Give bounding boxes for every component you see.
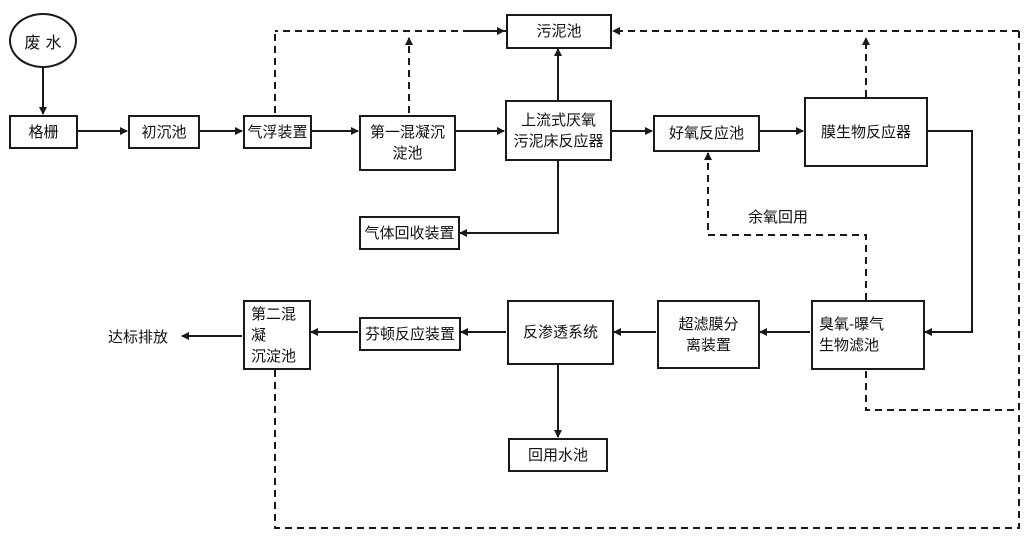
coagulation-2-line2: 沉淀池 xyxy=(251,346,297,365)
air-flotation-label: 气浮装置 xyxy=(247,122,308,141)
screen-label: 格栅 xyxy=(28,122,59,141)
node-reuse-pool: 回用水池 xyxy=(508,438,608,472)
node-ultrafiltration: 超滤膜分 离装置 xyxy=(657,300,760,369)
node-screen: 格栅 xyxy=(9,115,78,149)
uasb-line1: 上流式厌氧 xyxy=(520,110,596,129)
reverse-osmosis-label: 反渗透系统 xyxy=(522,323,598,341)
fenton-label: 芬顿反应装置 xyxy=(364,324,455,343)
dashed-residual-ozone-return xyxy=(704,152,867,300)
node-gas-recovery: 气体回收装置 xyxy=(359,216,460,250)
node-wastewater: 废 水 xyxy=(9,13,77,68)
wastewater-label: 废 水 xyxy=(24,32,62,52)
membrane-bioreactor-label: 膜生物反应器 xyxy=(820,122,911,141)
label-discharge: 达标排放 xyxy=(108,328,169,346)
label-residual-ozone: 余氧回用 xyxy=(748,208,809,226)
aerobic-tank-label: 好氧反应池 xyxy=(668,124,744,142)
node-uasb: 上流式厌氧 污泥床反应器 xyxy=(505,100,612,161)
arrow-uasb-to-gas-recovery xyxy=(459,161,559,237)
gas-recovery-label: 气体回收装置 xyxy=(364,223,455,242)
node-ozone-baf: 臭氧-曝气 生物滤池 xyxy=(811,300,925,370)
ultrafiltration-line1: 超滤膜分 xyxy=(678,314,739,333)
sludge-tank-label: 污泥池 xyxy=(536,22,582,40)
arrow-mbr-to-ozone-baf xyxy=(924,130,973,336)
node-coagulation-1: 第一混凝沉 淀池 xyxy=(359,115,456,171)
node-fenton: 芬顿反应装置 xyxy=(359,317,461,351)
ultrafiltration-line2: 离装置 xyxy=(685,335,731,354)
node-reverse-osmosis: 反渗透系统 xyxy=(507,300,614,365)
node-coagulation-2: 第二混凝 沉淀池 xyxy=(243,300,311,370)
reuse-pool-label: 回用水池 xyxy=(527,445,588,464)
primary-settling-label: 初沉池 xyxy=(141,122,187,141)
ozone-baf-line2: 生物滤池 xyxy=(819,336,880,354)
node-aerobic-tank: 好氧反应池 xyxy=(653,115,760,152)
node-sludge-tank: 污泥池 xyxy=(506,14,612,49)
coagulation-2-line1: 第二混凝 xyxy=(251,304,297,344)
ozone-baf-line1: 臭氧-曝气 xyxy=(819,315,885,333)
node-primary-settling: 初沉池 xyxy=(128,115,200,149)
uasb-line2: 污泥床反应器 xyxy=(513,131,604,150)
dashed-bottom-return xyxy=(274,370,1020,529)
node-air-flotation: 气浮装置 xyxy=(243,115,312,149)
dashed-right-side xyxy=(865,31,1020,411)
node-membrane-bioreactor: 膜生物反应器 xyxy=(804,97,928,167)
coagulation-1-line1: 第一混凝沉 xyxy=(369,123,445,141)
coagulation-1-line2: 淀池 xyxy=(392,144,423,162)
